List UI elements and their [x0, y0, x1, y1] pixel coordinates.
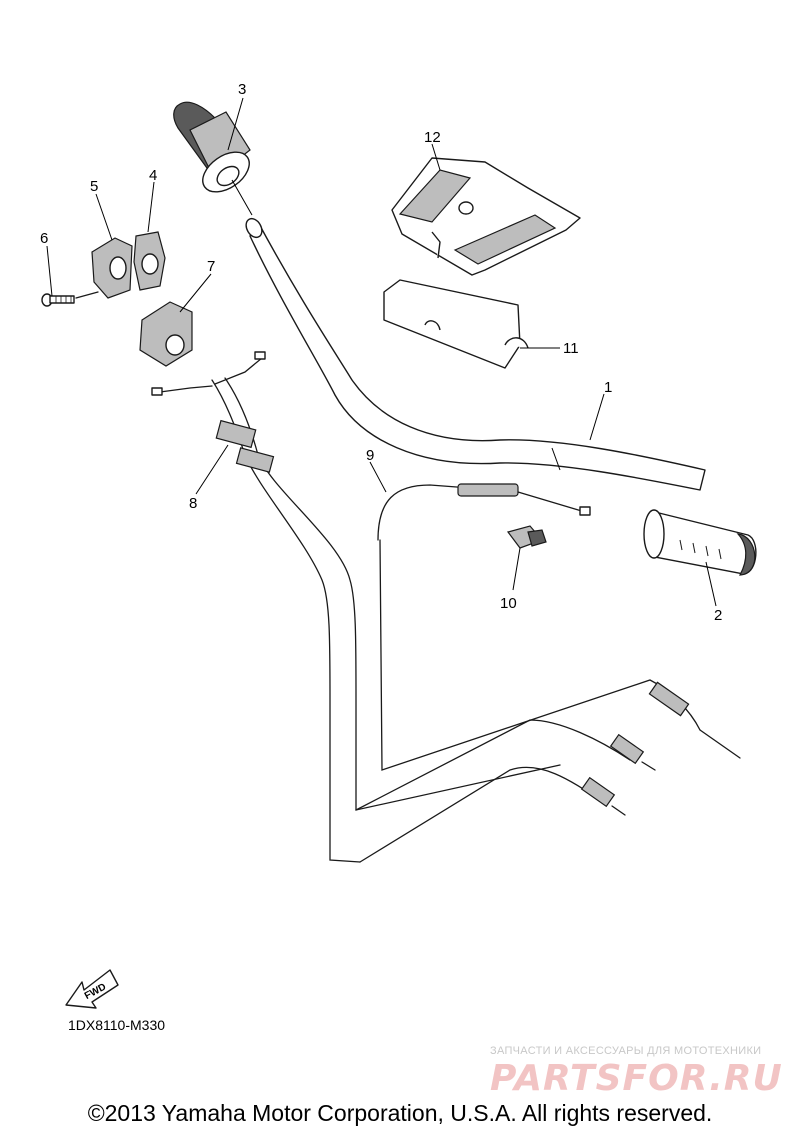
throttle-grip[interactable] [173, 101, 257, 200]
watermark-logo: PARTSFOR.RU [490, 1058, 783, 1099]
callout-10: 10 [500, 595, 517, 612]
right-grip[interactable] [643, 509, 757, 576]
throttle-cable[interactable] [151, 351, 561, 863]
callout-8: 8 [189, 495, 197, 512]
clutch-cable[interactable] [355, 483, 741, 863]
handlebar-holder-lower[interactable] [91, 237, 133, 299]
callout-4: 4 [149, 167, 157, 184]
bolt[interactable] [41, 291, 99, 307]
copyright-notice: ©2013 Yamaha Motor Corporation, U.S.A. A… [87, 1100, 713, 1126]
handlebar[interactable] [243, 216, 706, 491]
callout-7: 7 [207, 258, 215, 275]
callout-6: 6 [40, 230, 48, 247]
leader-lines [46, 97, 717, 607]
callout-1: 1 [604, 379, 612, 396]
callout-12: 12 [424, 129, 441, 146]
forward-arrow-icon: FWD [65, 969, 119, 1009]
bar-holder[interactable] [139, 301, 193, 367]
callout-5: 5 [90, 178, 98, 195]
callout-labels: 1 2 3 4 5 6 7 8 9 10 11 12 [40, 81, 722, 624]
callout-9: 9 [366, 447, 374, 464]
handlebar-cover[interactable] [391, 157, 581, 276]
callout-11: 11 [563, 340, 579, 357]
cable-adjuster[interactable] [506, 525, 547, 549]
watermark-tagline: ЗАПЧАСТИ И АКСЕССУАРЫ ДЛЯ МОТОТЕХНИКИ [490, 1045, 762, 1057]
callout-3: 3 [238, 81, 246, 98]
callout-2: 2 [714, 607, 722, 624]
handlebar-pad[interactable] [383, 279, 529, 369]
handlebar-holder-upper[interactable] [133, 231, 166, 291]
diagram-code: 1DX8110-M330 [68, 1017, 166, 1033]
